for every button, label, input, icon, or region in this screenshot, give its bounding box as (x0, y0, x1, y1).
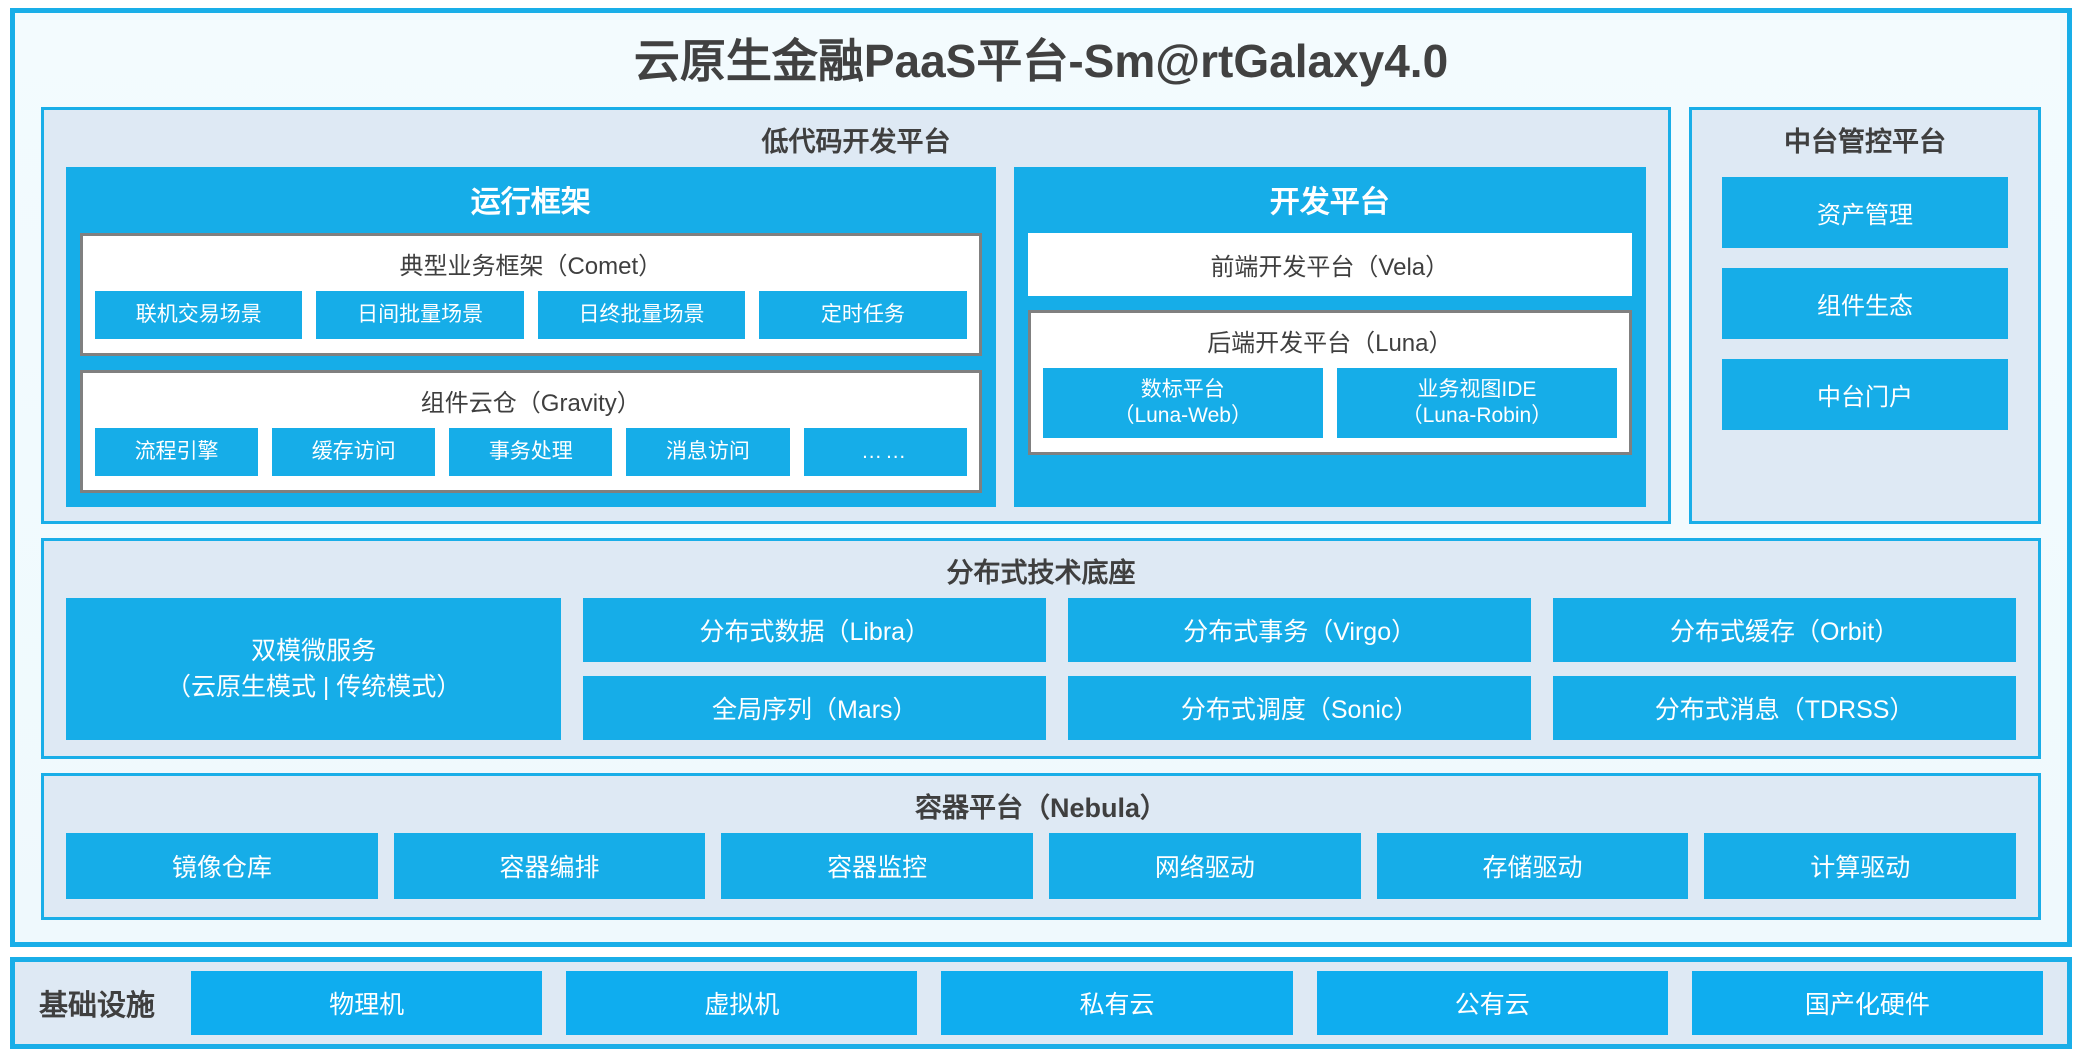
lowcode-platform-title: 低代码开发平台 (761, 126, 951, 157)
luna-web-line1: 数标平台 (1140, 377, 1225, 401)
tech-column-1: 分布式数据（Libra） 全局序列（Mars） (583, 598, 1047, 740)
comet-item-intraday-batch[interactable]: 日间批量场景 (316, 290, 524, 339)
tech-item-distributed-cache-orbit[interactable]: 分布式缓存（Orbit） (1553, 598, 2017, 662)
container-item-image-registry[interactable]: 镜像仓库 (66, 833, 378, 899)
gravity-item-message-access[interactable]: 消息访问 (626, 427, 790, 476)
infra-item-domestic-hardware[interactable]: 国产化硬件 (1691, 971, 2044, 1035)
gravity-item-ellipsis[interactable]: …… (803, 427, 967, 476)
container-item-orchestration[interactable]: 容器编排 (393, 833, 706, 899)
luna-robin-line2: （Luna-Robin） (1401, 403, 1553, 427)
mgmt-item-asset-management[interactable]: 资产管理 (1722, 176, 2008, 248)
comet-item-online-transaction[interactable]: 联机交易场景 (95, 290, 303, 339)
gravity-item-transaction-processing[interactable]: 事务处理 (449, 427, 613, 476)
container-platform-title: 容器平台（Nebula） (914, 793, 1168, 823)
gravity-title: 组件云仓（Gravity） (420, 389, 641, 417)
gravity-chip-row: 流程引擎 缓存访问 事务处理 消息访问 …… (95, 427, 967, 476)
luna-web-line2: （Luna-Web） (1113, 403, 1252, 427)
infrastructure-label: 基础设施 (39, 990, 156, 1022)
luna-item-luna-robin[interactable]: 业务视图IDE （Luna-Robin） (1336, 367, 1618, 438)
container-item-compute-driver[interactable]: 计算驱动 (1704, 833, 2017, 899)
comet-box: 典型业务框架（Comet） 联机交易场景 日间批量场景 日终批量场景 定时任务 (80, 232, 982, 356)
gravity-item-process-engine[interactable]: 流程引擎 (95, 427, 259, 476)
luna-robin-line1: 业务视图IDE (1417, 377, 1537, 401)
container-platform-panel: 容器平台（Nebula） 镜像仓库 容器编排 容器监控 网络驱动 存储驱动 计算… (41, 773, 2041, 920)
mgmt-platform-title: 中台管控平台 (1784, 126, 1946, 157)
comet-chip-row: 联机交易场景 日间批量场景 日终批量场景 定时任务 (95, 290, 967, 339)
luna-title: 后端开发平台（Luna） (1207, 329, 1453, 357)
container-item-network-driver[interactable]: 网络驱动 (1049, 833, 1361, 899)
development-platform-title: 开发平台 (1269, 185, 1390, 219)
container-item-monitoring[interactable]: 容器监控 (721, 833, 1034, 899)
development-platform-card: 开发平台 前端开发平台（Vela） 后端开发平台（Luna） 数标平台 （Lun… (1013, 166, 1646, 507)
mgmt-item-component-ecosystem[interactable]: 组件生态 (1722, 267, 2008, 339)
tech-item-distributed-transaction-virgo[interactable]: 分布式事务（Virgo） (1068, 598, 1532, 662)
container-item-row: 镜像仓库 容器编排 容器监控 网络驱动 存储驱动 计算驱动 (44, 833, 2038, 899)
distributed-tech-inner: 双模微服务 （云原生模式 | 传统模式） 分布式数据（Libra） 全局序列（M… (44, 598, 2038, 740)
frontend-platform-vela[interactable]: 前端开发平台（Vela） (1027, 232, 1632, 296)
mgmt-item-portal[interactable]: 中台门户 (1722, 358, 2008, 430)
platform-main-frame: 云原生金融PaaS平台-Sm@rtGalaxy4.0 低代码开发平台 运行框架 … (10, 8, 2072, 947)
infra-item-public-cloud[interactable]: 公有云 (1316, 971, 1668, 1035)
comet-title: 典型业务框架（Comet） (399, 252, 663, 280)
runtime-framework-card: 运行框架 典型业务框架（Comet） 联机交易场景 日间批量场景 日终批量场景 … (66, 166, 996, 507)
infra-item-physical-machine[interactable]: 物理机 (191, 971, 543, 1035)
tech-column-3: 分布式缓存（Orbit） 分布式消息（TDRSS） (1553, 598, 2017, 740)
backend-platform-luna-box: 后端开发平台（Luna） 数标平台 （Luna-Web） 业务视图IDE （Lu… (1027, 309, 1632, 455)
comet-item-scheduled-task[interactable]: 定时任务 (759, 290, 967, 339)
infrastructure-panel: 基础设施 物理机 虚拟机 私有云 公有云 国产化硬件 (10, 957, 2072, 1049)
distributed-tech-panel: 分布式技术底座 双模微服务 （云原生模式 | 传统模式） 分布式数据（Libra… (41, 538, 2041, 759)
gravity-item-cache-access[interactable]: 缓存访问 (272, 427, 436, 476)
top-row: 低代码开发平台 运行框架 典型业务框架（Comet） 联机交易场景 日间批量场景… (41, 106, 2041, 524)
distributed-tech-title: 分布式技术底座 (946, 558, 1136, 588)
infra-item-virtual-machine[interactable]: 虚拟机 (566, 971, 918, 1035)
dual-mode-line2: （云原生模式 | 传统模式） (165, 673, 462, 701)
luna-chip-row: 数标平台 （Luna-Web） 业务视图IDE （Luna-Robin） (1042, 367, 1618, 438)
tech-item-distributed-data-libra[interactable]: 分布式数据（Libra） (583, 598, 1047, 662)
comet-item-eod-batch[interactable]: 日终批量场景 (537, 290, 746, 339)
tech-item-global-sequence-mars[interactable]: 全局序列（Mars） (583, 676, 1047, 740)
dual-mode-microservice-chip[interactable]: 双模微服务 （云原生模式 | 传统模式） (66, 598, 562, 740)
tech-column-2: 分布式事务（Virgo） 分布式调度（Sonic） (1068, 598, 1532, 740)
container-item-storage-driver[interactable]: 存储驱动 (1376, 833, 1689, 899)
infra-item-private-cloud[interactable]: 私有云 (941, 971, 1293, 1035)
page-title: 云原生金融PaaS平台-Sm@rtGalaxy4.0 (633, 35, 1449, 87)
luna-item-luna-web[interactable]: 数标平台 （Luna-Web） (1042, 367, 1323, 438)
mgmt-item-list: 资产管理 组件生态 中台门户 (1692, 167, 2038, 512)
runtime-framework-title: 运行框架 (470, 185, 591, 219)
dual-mode-microservice-col: 双模微服务 （云原生模式 | 传统模式） (66, 598, 562, 740)
tech-item-distributed-scheduling-sonic[interactable]: 分布式调度（Sonic） (1068, 676, 1532, 740)
gravity-box: 组件云仓（Gravity） 流程引擎 缓存访问 事务处理 消息访问 …… (80, 369, 982, 493)
tech-item-distributed-message-tdrss[interactable]: 分布式消息（TDRSS） (1553, 676, 2017, 740)
lowcode-inner: 运行框架 典型业务框架（Comet） 联机交易场景 日间批量场景 日终批量场景 … (44, 166, 1668, 507)
dual-mode-line1: 双模微服务 (251, 636, 377, 665)
infrastructure-item-row: 物理机 虚拟机 私有云 公有云 国产化硬件 (191, 971, 2044, 1035)
mgmt-platform-panel: 中台管控平台 资产管理 组件生态 中台门户 (1689, 106, 2041, 524)
lowcode-platform-panel: 低代码开发平台 运行框架 典型业务框架（Comet） 联机交易场景 日间批量场景… (41, 106, 1671, 524)
